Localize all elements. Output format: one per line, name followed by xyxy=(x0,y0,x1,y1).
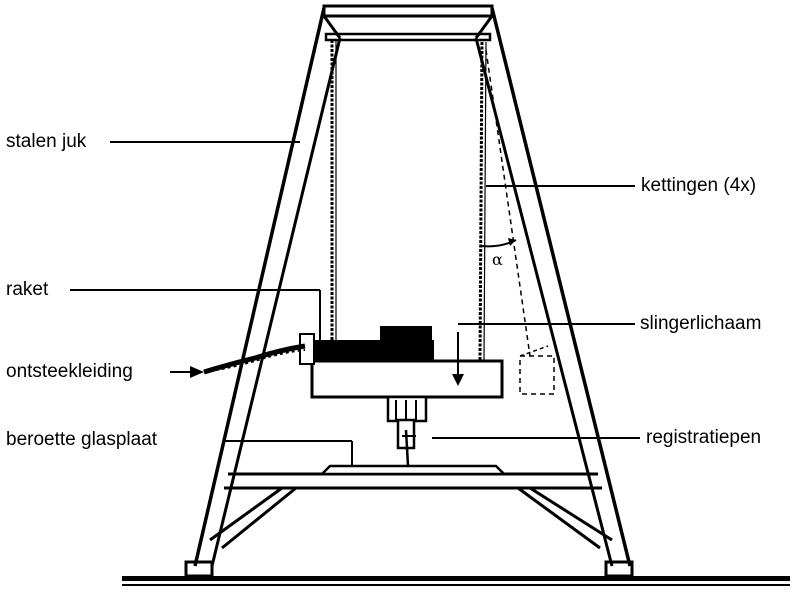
rocket xyxy=(299,326,434,365)
steel-yoke xyxy=(184,4,634,578)
label-ontsteekleiding: ontsteekleiding xyxy=(6,361,133,382)
label-beroette-glasplaat: beroette glasplaat xyxy=(6,429,158,450)
ignition-lead xyxy=(203,343,306,375)
label-slingerlichaam: slingerlichaam xyxy=(640,313,762,334)
chains xyxy=(330,40,555,395)
label-kettingen: kettingen (4x) xyxy=(641,175,757,196)
leader-lines xyxy=(70,141,640,466)
ground xyxy=(122,576,790,586)
label-raket: raket xyxy=(6,279,49,300)
label-stalen-juk: stalen juk xyxy=(6,131,87,152)
pendulum-body xyxy=(310,332,504,399)
glass-plate xyxy=(318,464,508,476)
ignition-arrow-head xyxy=(190,366,204,378)
registration-pen xyxy=(386,395,428,467)
angle-arc xyxy=(480,238,517,248)
angle-symbol: α xyxy=(492,250,503,269)
label-registratiepen: registratiepen xyxy=(646,427,762,448)
